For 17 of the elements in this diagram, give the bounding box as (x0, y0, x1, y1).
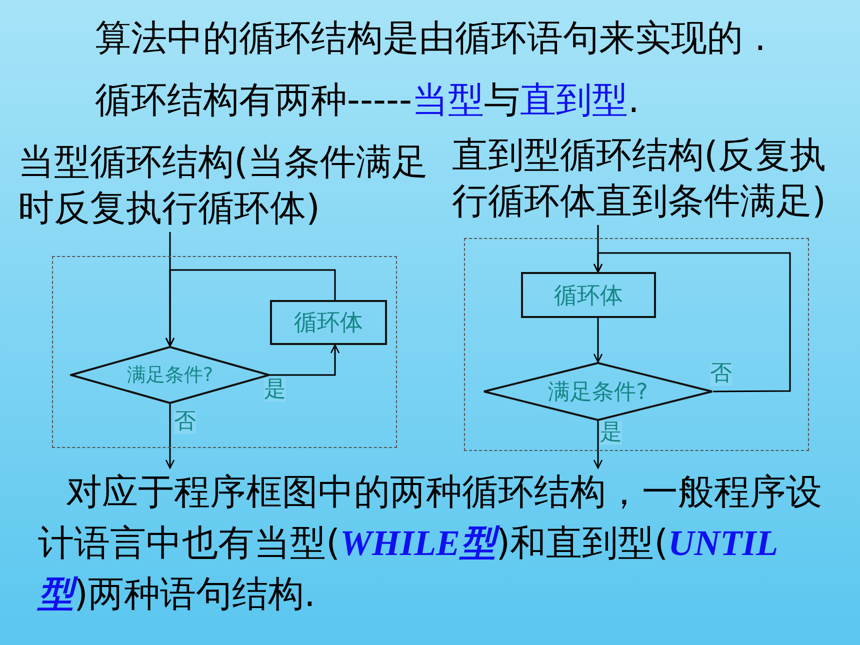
edge-label: 否 (174, 410, 196, 434)
caption-text: 当型循环结构(当条件满足时反复执行循环体) (18, 140, 448, 232)
arrow (165, 404, 175, 469)
edge-label: 是 (600, 421, 622, 445)
arrow (593, 318, 603, 363)
edge-label: 否 (710, 362, 732, 386)
caption-text: 直到型循环结构(反复执行循环体直到条件满足) (452, 133, 860, 225)
arrow (593, 252, 791, 392)
process-box: 循环体 (270, 300, 387, 345)
paragraph: 对应于程序框图中的两种循环结构，一般程序设计语言中也有当型(WHILE型)和直到型(UNTIL型)两种语句结构. (38, 468, 828, 620)
process-box: 循环体 (521, 272, 656, 318)
arrow (593, 421, 603, 469)
arrow (165, 269, 336, 347)
edge-label: 是 (264, 378, 286, 402)
arrow (270, 344, 340, 376)
heading-text: 算法中的循环结构是由循环语句来实现的 . (95, 17, 766, 61)
heading-text: 循环结构有两种-----当型与直到型. (95, 79, 640, 123)
